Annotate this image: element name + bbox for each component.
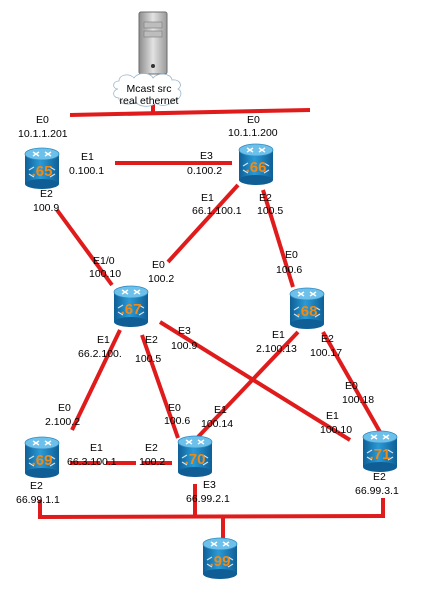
label-r67-e0: E0	[152, 259, 165, 271]
label-r71-e0: E0	[345, 380, 358, 392]
label-r69-e2: E2	[30, 480, 43, 492]
label-r66-e0-ip: 10.1.1.200	[228, 127, 278, 139]
router-99-id: .99	[210, 553, 231, 570]
router-71[interactable]: .71	[362, 430, 398, 473]
label-r66-e2: E2	[259, 192, 272, 204]
label-r70-e0-ip: 100.6	[164, 415, 190, 427]
router-67-id: .67	[121, 301, 142, 318]
link-r67-r69	[70, 329, 122, 431]
router-65[interactable]: .65	[24, 147, 60, 190]
label-r68-e2: E2	[321, 333, 334, 345]
label-r68-e2-ip: 100.17	[310, 347, 342, 359]
router-67[interactable]: .67	[113, 285, 149, 328]
link-r68-r70	[196, 330, 300, 439]
router-70-id: .70	[185, 451, 206, 468]
label-r67-e2: E2	[145, 334, 158, 346]
label-r70-e3-ip: 66.99.2.1	[186, 493, 230, 505]
server-drive-bay	[143, 21, 163, 29]
label-r67-e1: E1	[97, 334, 110, 346]
label-r65-e2-ip: 100.9	[33, 202, 59, 214]
router-66[interactable]: .66	[238, 143, 274, 186]
links	[38, 82, 385, 538]
label-r69-e1: E1	[90, 442, 103, 454]
router-66-id: .66	[246, 159, 267, 176]
link-lan-top	[69, 108, 311, 117]
link-r65-r67	[55, 208, 114, 287]
label-r68-e1: E1	[272, 329, 285, 341]
label-r67-e10-ip: 100.10	[89, 268, 121, 280]
label-r69-e0-ip: 2.100.2	[45, 416, 80, 428]
label-r66-e2-ip: 100.5	[257, 205, 283, 217]
label-r68-e0-ip: 100.6	[276, 264, 302, 276]
label-r71-e2: E2	[373, 471, 386, 483]
label-r68-e1-ip: 2.100.13	[256, 343, 297, 355]
router-69[interactable]: .69	[24, 436, 60, 479]
interface-labels: E0 10.1.1.201 E0 10.1.1.200 E1 0.100.1 E…	[16, 114, 399, 506]
label-r67-e2-ip: 100.5	[135, 353, 161, 365]
label-r66-e0: E0	[247, 114, 260, 126]
server-drive-bay-2	[143, 30, 163, 38]
label-r70-e3: E3	[203, 479, 216, 491]
label-r67-e10: E1/0	[93, 255, 115, 267]
label-r70-e1-ip: 100.14	[201, 418, 233, 430]
label-r65-e1-ip: 0.100.1	[69, 165, 104, 177]
label-r67-e1-ip: 66.2.100.	[78, 348, 122, 360]
router-68-id: .68	[297, 303, 318, 320]
server: Mcast src real ethernet	[113, 11, 182, 107]
label-r71-e1: E1	[326, 410, 339, 422]
link-r67-r70	[140, 334, 180, 439]
label-r70-e2: E2	[145, 442, 158, 454]
label-r70-e2-ip: 100.2	[139, 456, 165, 468]
link-lan-bottom	[39, 514, 384, 519]
label-r70-e0: E0	[168, 402, 181, 414]
label-r65-e1: E1	[81, 151, 94, 163]
label-r69-e0: E0	[58, 402, 71, 414]
link-r67-r71	[158, 320, 352, 442]
label-r68-e0: E0	[285, 249, 298, 261]
label-r69-e2-ip: 66.99.1.1	[16, 494, 60, 506]
link-r66-r68	[261, 189, 295, 288]
link-r66-r67	[166, 183, 240, 264]
server-label-line2: real ethernet	[120, 95, 179, 107]
router-71-id: .71	[370, 446, 391, 463]
label-r66-e3-ip: 0.100.2	[187, 165, 222, 177]
label-r66-e3: E3	[200, 150, 213, 162]
label-r71-e0-ip: 100.18	[342, 394, 374, 406]
label-r69-e1-ip: 66.3.100.1	[67, 456, 117, 468]
label-r71-e1-ip: 100.10	[320, 424, 352, 436]
router-65-id: .65	[32, 163, 53, 180]
label-r67-e3: E3	[178, 325, 191, 337]
label-r66-e1-ip: 66.1.100.1	[192, 205, 242, 217]
label-r65-e0-ip: 10.1.1.201	[18, 128, 68, 140]
label-r70-e1: E1	[214, 404, 227, 416]
router-99[interactable]: .99	[202, 537, 238, 580]
router-68[interactable]: .68	[289, 287, 325, 330]
label-r67-e0-ip: 100.2	[148, 273, 174, 285]
label-r65-e2: E2	[40, 188, 53, 200]
label-r71-e2-ip: 66.99.3.1	[355, 485, 399, 497]
cloud-icon	[113, 73, 182, 107]
link-r68-r71	[321, 331, 382, 433]
router-69-id: .69	[32, 452, 53, 469]
router-70[interactable]: .70	[177, 435, 213, 478]
server-label-line1: Mcast src	[127, 83, 172, 95]
label-r67-e3-ip: 100.9	[171, 340, 197, 352]
label-r66-e1: E1	[201, 192, 214, 204]
label-r65-e0: E0	[36, 114, 49, 126]
server-power-led	[151, 64, 155, 68]
